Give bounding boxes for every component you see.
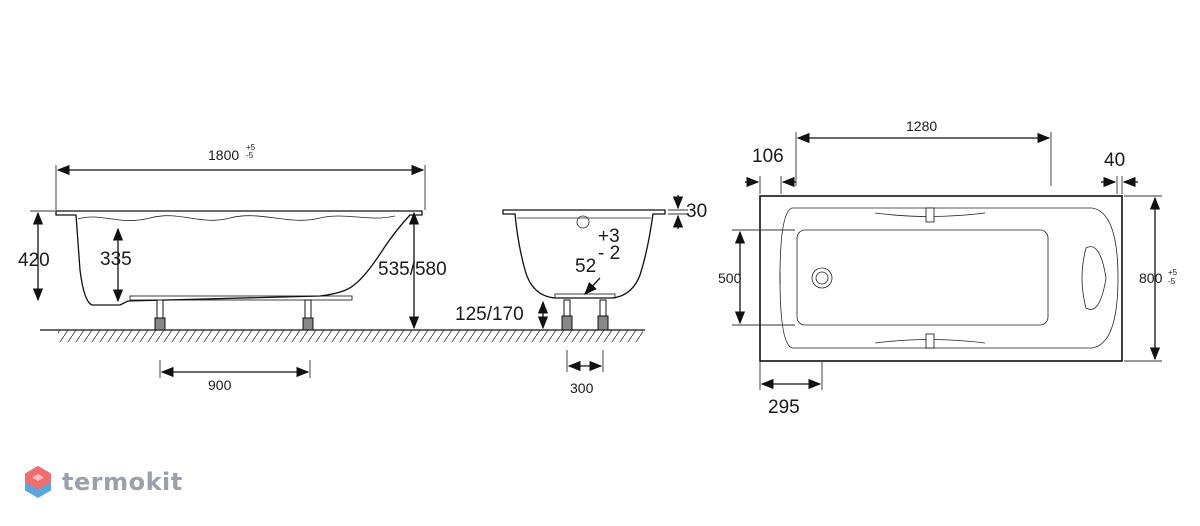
dim-slope-tol-minus: - 2 xyxy=(598,243,620,264)
side-view: 1800 +5 -5 420 335 535/580 900 xyxy=(18,143,645,393)
side-leg-right xyxy=(302,299,314,331)
dim-side-height: 420 xyxy=(18,250,50,271)
top-handle-bottom xyxy=(925,333,935,349)
brand-logo[interactable]: termokit xyxy=(24,462,183,502)
top-drain-inner xyxy=(815,271,829,285)
dim-inner-depth: 335 xyxy=(100,249,132,270)
side-tub-outline xyxy=(55,210,423,306)
brand-hexagon-icon xyxy=(25,466,51,498)
side-base-plate xyxy=(129,295,353,301)
dim-side-length: 1800 xyxy=(208,147,239,163)
top-headrest xyxy=(1081,246,1107,310)
dim-top-offset-right: 40 xyxy=(1104,150,1125,171)
dim-rim: 30 xyxy=(686,201,707,222)
dim-slope-tol-plus: +3 xyxy=(598,226,620,247)
top-inner-basin xyxy=(779,207,1119,349)
dim-total-height: 535/580 xyxy=(378,259,447,280)
side-wave-line xyxy=(77,215,396,221)
dim-drain-offset: 295 xyxy=(768,397,800,418)
side-leg-left xyxy=(154,299,166,331)
dim-top-width-tol-plus: +5 xyxy=(1168,268,1178,277)
dim-leg-spacing: 900 xyxy=(208,377,232,393)
end-view: 30 +3 - 2 52 125/170 300 xyxy=(455,195,707,396)
dim-side-length-tol-plus: +5 xyxy=(246,143,256,152)
dim-top-width: 800 xyxy=(1139,270,1163,286)
top-view: 1280 106 40 500 800 +5 -5 295 xyxy=(718,118,1178,418)
floor-hatch xyxy=(58,330,643,342)
top-bottom-area xyxy=(796,229,1049,326)
top-outer-rim xyxy=(759,195,1123,362)
dim-side-length-tol-minus: -5 xyxy=(246,151,254,160)
top-drain-outer xyxy=(811,267,833,289)
dim-leg-height: 125/170 xyxy=(455,304,524,325)
end-leg-right xyxy=(597,299,609,331)
dim-top-inner-width: 500 xyxy=(718,270,742,286)
brand-name: termokit xyxy=(62,468,183,496)
top-handle-top xyxy=(925,207,935,223)
end-drain xyxy=(576,215,590,229)
dim-end-leg-spacing: 300 xyxy=(570,380,594,396)
dim-top-inner-length: 1280 xyxy=(906,118,937,134)
dim-slope-angle: 52 xyxy=(575,256,596,277)
dim-top-offset-left: 106 xyxy=(752,146,784,167)
end-leg-left xyxy=(561,299,573,331)
end-tub-outline xyxy=(502,209,666,299)
dim-top-width-tol-minus: -5 xyxy=(1168,277,1176,286)
